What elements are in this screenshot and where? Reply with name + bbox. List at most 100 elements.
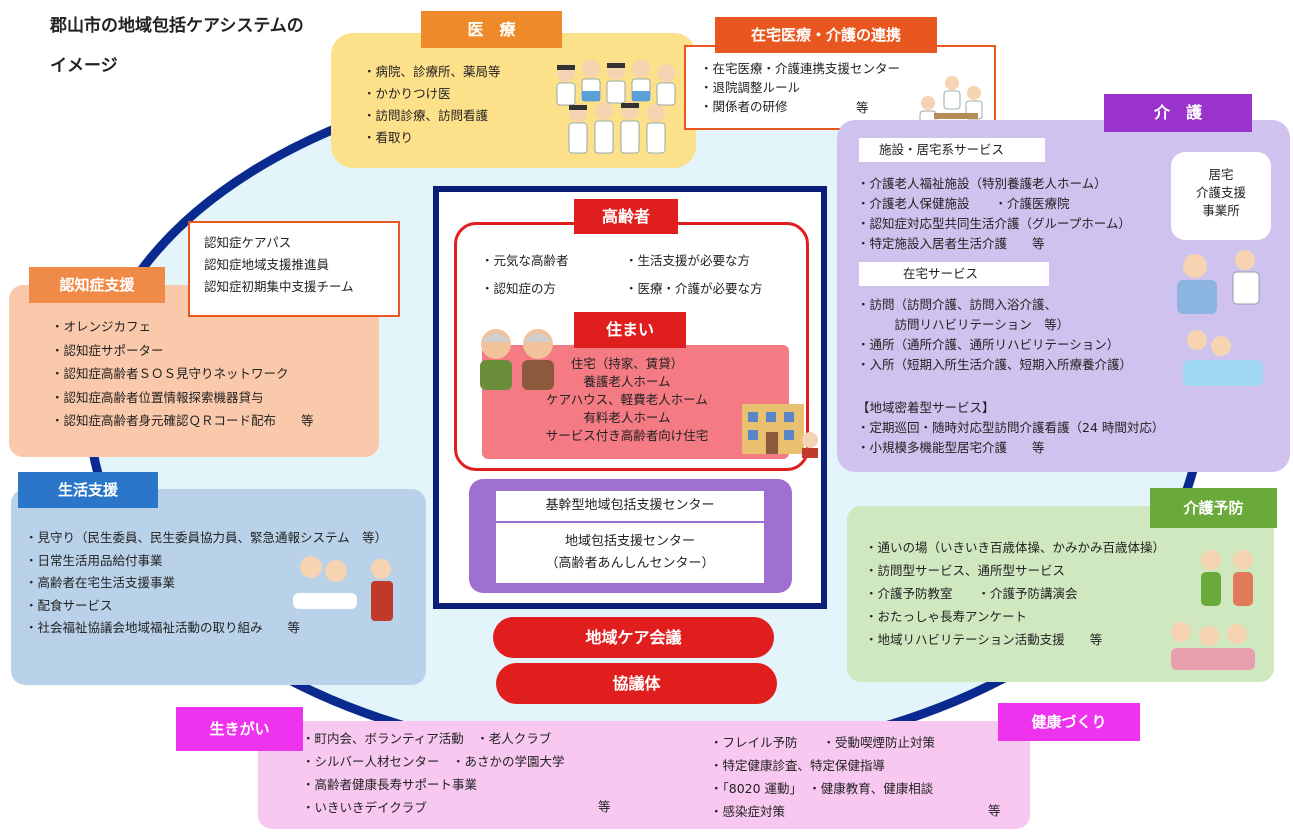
koreisha-item: ・元気な高齢者 [481,253,569,268]
seikatsu-panel: ・見守り（民生委員、民生委員協力員、緊急通報システム 等） ・日常生活用品給付事… [11,489,426,685]
kyotaku-line: 介護支援 [1195,185,1246,200]
elderly-support-icon [293,556,393,621]
chiiki-center: 地域包括支援センター （高齢者あんしんセンター） [496,523,764,583]
ninchi-item: ・認知症高齢者ＳＯＳ見守りネットワーク [51,366,289,381]
kaigo-panel: 施設・居宅系サービス ・介護老人福祉施設（特別養護老人ホーム） ・介護老人保健施… [837,120,1290,472]
renkei-etc: 等 [856,100,869,115]
kaigo-item: ・入所（短期入所生活介護、短期入所療養介護） [857,357,1133,372]
yobo-item: ・地域リハビリテーション活動支援 等 [865,632,1103,647]
ninchi-item: ・認知症サポーター [51,342,164,358]
ninchi-items: ・オレンジカフェ ・認知症サポーター ・認知症高齢者ＳＯＳ見守りネットワーク ・… [51,315,314,433]
chiiki-center-alias: （高齢者あんしんセンター） [545,556,715,571]
nursing-home-icon [742,404,818,458]
yobo-items: ・通いの場（いきいき百歳体操、かみかみ百歳体操） ・訪問型サービス、通所型サービ… [865,536,1165,651]
sumai-item: 養護老人ホーム [583,374,671,389]
kaigo-sub-mitchaku: 【地域密着型サービス】 [857,400,995,415]
iryo-item: ・訪問診療、訪問看護 [363,108,489,123]
yobo-header: 介護予防 [1150,488,1277,528]
kyotaku-line: 事業所 [1202,203,1240,218]
kaigo-item: ・介護老人福祉施設（特別養護老人ホーム） [857,176,1107,191]
ikigai-item: ・いきいきデイクラブ [302,800,427,815]
kaigo-item: ・通所（通所介護、通所リハビリテーション） [857,337,1120,352]
kaigo-items-zaitaku: ・訪問（訪問介護、訪問入浴介護、 訪問リハビリテーション 等） ・通所（通所介護… [857,295,1132,375]
seikatsu-item: ・社会福祉協議会地域福祉活動の取り組み 等 [25,620,301,635]
ninchi-box-item: 認知症ケアパス [204,235,292,250]
koreisha-item: ・医療・介護が必要な方 [625,281,763,296]
yobo-item: ・通いの場（いきいき百歳体操、かみかみ百歳体操） [865,540,1166,555]
doctors-icon [556,60,676,154]
ikigai-item: ・高齢者健康長寿サポート事業 [302,777,478,792]
yobo-item: ・訪問型サービス、通所型サービス [865,563,1066,578]
ikigai-etc: 等 [598,799,611,814]
ninchi-box-item: 認知症地域支援推進員 [204,257,330,272]
yobo-panel: ・通いの場（いきいき百歳体操、かみかみ百歳体操） ・訪問型サービス、通所型サービ… [847,506,1274,682]
ikigai-item: ・町内会、ボランティア活動 ・老人クラブ [302,731,552,746]
ninchi-box-items: 認知症ケアパス 認知症地域支援推進員 認知症初期集中支援チーム [204,232,354,298]
sumai-header: 住まい [574,312,686,348]
kenko-item: ・「8020 運動」 ・健康教育、健康相談 [710,781,934,796]
kenko-items: ・フレイル予防 ・受動喫煙防止対策 ・特定健康診査、特定保健指導 ・「8020 … [710,731,935,823]
sumai-item: ケアハウス、軽費老人ホーム [546,392,708,407]
kyogitai: 協議体 [496,663,777,704]
koreisha-items-right: ・生活支援が必要な方 ・医療・介護が必要な方 [625,247,763,303]
seikatsu-header: 生活支援 [18,472,158,508]
renkei-item: ・退院調整ルール [700,80,801,95]
kyotaku-line: 居宅 [1208,167,1234,182]
seikatsu-items: ・見守り（民生委員、民生委員協力員、緊急通報システム 等） ・日常生活用品給付事… [25,527,387,640]
iryo-item: ・看取り [363,130,414,145]
ikigai-header: 生きがい [176,707,303,751]
kaigo-item: 訪問リハビリテーション 等） [857,317,1070,332]
iryo-items: ・病院、診療所、薬局等 ・かかりつけ医 ・訪問診療、訪問看護 ・看取り [363,61,501,149]
kaigo-item: ・認知症対応型共同生活介護（グループホーム） [857,216,1131,231]
kikan-center: 基幹型地域包括支援センター [496,491,764,521]
koreisha-item: ・認知症の方 [481,281,557,296]
ninchi-item: ・オレンジカフェ [51,319,152,334]
kaigo-item: ・介護老人保健施設 ・介護医療院 [857,196,1070,211]
renkei-item: ・関係者の研修 [700,99,788,114]
sumai-item: 有料老人ホーム [583,410,671,425]
ninchi-item: ・認知症高齢者身元確認ＱＲコード配布 等 [51,413,314,428]
yobo-item: ・介護予防教室 ・介護予防講演会 [865,586,1078,601]
iryo-item: ・かかりつけ医 [363,86,451,101]
kenko-item: ・特定健康診査、特定保健指導 [710,758,886,773]
kaigo-items-mitchaku: 【地域密着型サービス】 ・定期巡回・随時対応型訪問介護看護（24 時間対応） ・… [857,398,1164,458]
kaigo-items-shisetsu: ・介護老人福祉施設（特別養護老人ホーム） ・介護老人保健施設 ・介護医療院 ・認… [857,174,1131,254]
exercise-icon [1171,550,1255,670]
ninchi-box: 認知症ケアパス 認知症地域支援推進員 認知症初期集中支援チーム [188,221,400,317]
ninchi-item: ・認知症高齢者位置情報探索機器貸与 [51,389,264,405]
sumai-item: 住宅（持家、賃貸） [570,356,684,371]
iryo-panel: ・病院、診療所、薬局等 ・かかりつけ医 ・訪問診療、訪問看護 ・看取り [331,33,696,168]
kenko-etc: 等 [988,803,1001,818]
kenko-header: 健康づくり [998,703,1140,741]
kenko-item: ・感染症対策 [710,804,786,819]
renkei-items: ・在宅医療・介護連携支援センター ・退院調整ルール ・関係者の研修 [700,59,900,116]
chiiki-center-name: 地域包括支援センター [564,534,695,549]
ninchi-box-item: 認知症初期集中支援チーム [204,279,354,294]
sumai-items: 住宅（持家、賃貸） 養護老人ホーム ケアハウス、軽費老人ホーム 有料老人ホーム … [522,355,732,445]
kyotaku-box: 居宅 介護支援 事業所 [1171,152,1271,240]
koreisha-item: ・生活支援が必要な方 [625,253,751,268]
elderly-couple-icon [480,329,554,390]
ikigai-items: ・町内会、ボランティア活動 ・老人クラブ ・シルバー人材センター ・あさかの学園… [302,727,565,819]
yobo-item: ・おたっしゃ長寿アンケート [865,609,1028,624]
title-line1: 郡山市の地域包括ケアシステムの [50,16,304,36]
seikatsu-item: ・配食サービス [25,597,113,613]
kenko-item: ・フレイル予防 ・受動喫煙防止対策 [710,735,936,750]
ninchi-header: 認知症支援 [29,267,165,303]
kaigo-item: ・訪問（訪問介護、訪問入浴介護、 [857,297,1058,312]
renkei-item: ・在宅医療・介護連携支援センター [700,61,901,76]
kaigo-item: ・定期巡回・随時対応型訪問介護看護（24 時間対応） [857,420,1165,435]
renkei-header: 在宅医療・介護の連携 [715,17,937,53]
kaigo-item: ・特定施設入居者生活介護 等 [857,236,1045,251]
kaigo-item: ・小規模多機能型居宅介護 等 [857,440,1045,455]
caregiver-icon [1177,250,1263,386]
page-title: 郡山市の地域包括ケアシステムの イメージ [50,6,304,86]
koreisha-items-left: ・元気な高齢者 ・認知症の方 [481,247,569,303]
sumai-item: サービス付き高齢者向け住宅 [545,428,709,443]
bottom-band: ・町内会、ボランティア活動 ・老人クラブ ・シルバー人材センター ・あさかの学園… [258,721,1030,829]
title-line2: イメージ [50,56,118,76]
seikatsu-item: ・日常生活用品給付事業 [25,552,163,568]
seikatsu-item: ・見守り（民生委員、民生委員協力員、緊急通報システム 等） [25,530,388,545]
renkei-panel: ・在宅医療・介護連携支援センター ・退院調整ルール ・関係者の研修 等 [684,45,996,130]
kaigo-sub-shisetsu: 施設・居宅系サービス [859,138,1045,162]
